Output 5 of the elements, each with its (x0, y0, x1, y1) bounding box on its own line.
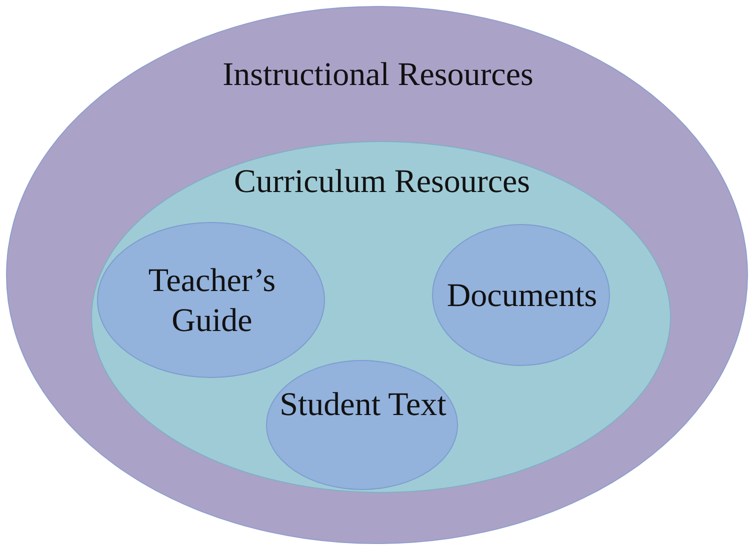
ellipse-label: Teacher’s Guide (147, 262, 277, 341)
ellipse-label: Student Text (278, 386, 448, 425)
ellipse-label: Documents (446, 277, 598, 316)
ellipse-label: Instructional Resources (222, 56, 534, 95)
ellipse-label: Curriculum Resources (232, 163, 532, 202)
